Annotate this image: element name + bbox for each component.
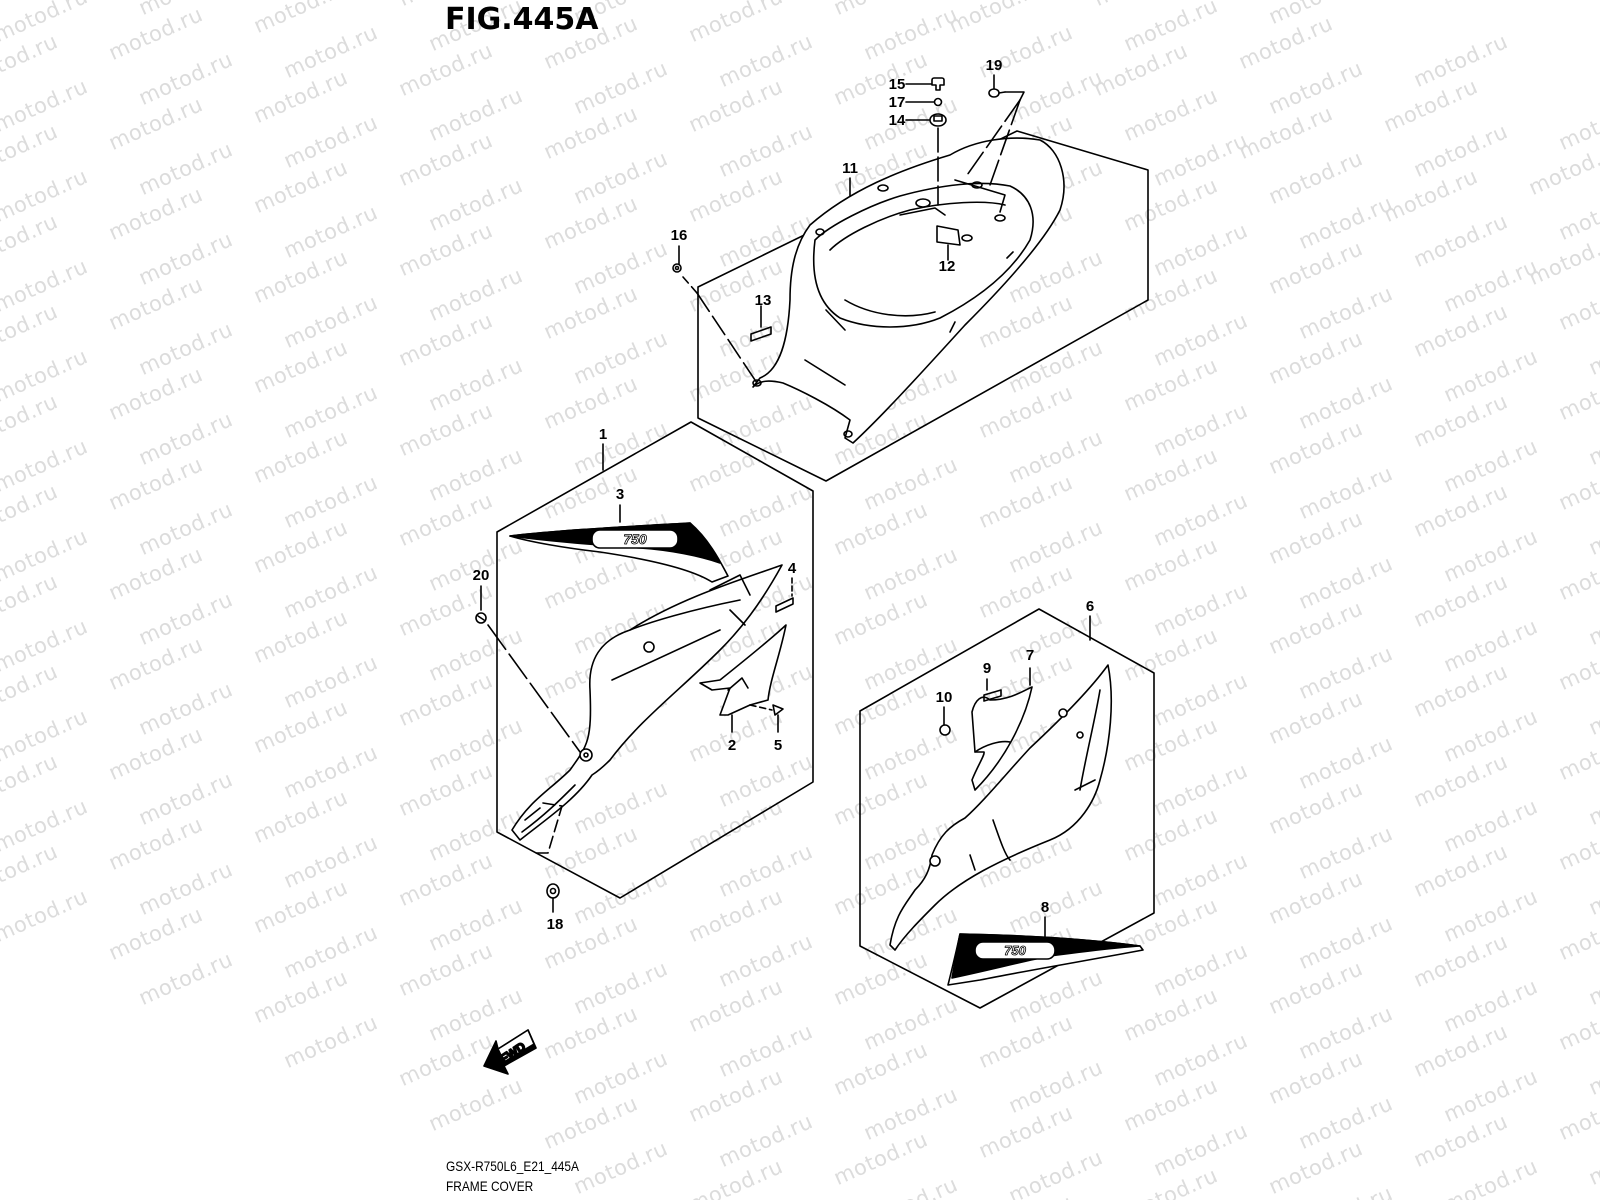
group-frame-6 (859, 608, 1155, 1009)
callout-20: 20 (472, 567, 490, 584)
cushion-part-9 (983, 689, 1002, 702)
callout-11: 11 (842, 160, 858, 177)
callout-12: 12 (938, 258, 956, 275)
callout-15: 15 (888, 76, 906, 93)
callout-5: 5 (773, 737, 783, 754)
rear-cowl-part-11 (752, 137, 1065, 444)
cushion-part-4 (775, 597, 794, 613)
callout-17: 17 (888, 94, 906, 111)
figure-name: FRAME COVER (446, 1178, 534, 1194)
callout-18: 18 (546, 916, 564, 933)
callout-3: 3 (615, 486, 625, 503)
callout-9: 9 (982, 660, 992, 677)
washer-17-icon (933, 97, 943, 107)
callout-10: 10 (935, 689, 953, 706)
screw-16-icon (672, 263, 682, 273)
screw-19-icon (988, 88, 1000, 98)
rear-cowl-group (672, 74, 1149, 482)
cushion-part-13 (750, 326, 772, 342)
screw-10-icon (939, 724, 951, 736)
callout-6: 6 (1085, 598, 1095, 615)
figure-code: GSX-R750L6_E21_445A (446, 1158, 579, 1174)
callout-4: 4 (787, 560, 797, 577)
left-cover-group: 750 (475, 421, 814, 913)
frame-cover-part-1 (511, 564, 783, 841)
svg-text:750: 750 (623, 531, 647, 547)
svg-text:750: 750 (1004, 943, 1026, 958)
screw-5-icon (772, 704, 784, 716)
right-cover-group: 750 (859, 608, 1155, 1009)
callout-16: 16 (670, 227, 688, 244)
callout-14: 14 (888, 112, 906, 129)
inner-cover-part-7 (971, 686, 1033, 791)
group-frame-1 (496, 421, 814, 899)
callout-13: 13 (754, 292, 772, 309)
callout-8: 8 (1040, 899, 1050, 916)
cushion-part-12 (936, 225, 961, 246)
fwd-arrow-icon: FWD (483, 1029, 537, 1075)
figure-title: FIG.445A (445, 2, 599, 37)
callout-19: 19 (985, 57, 1003, 74)
callout-2: 2 (727, 737, 737, 754)
callout-7: 7 (1025, 647, 1035, 664)
bolt-15-icon (931, 77, 945, 91)
nut-18-icon (546, 883, 560, 899)
frame-cover-part-6 (889, 664, 1113, 951)
callout-1: 1 (598, 426, 608, 443)
group-frame-11 (697, 130, 1149, 482)
